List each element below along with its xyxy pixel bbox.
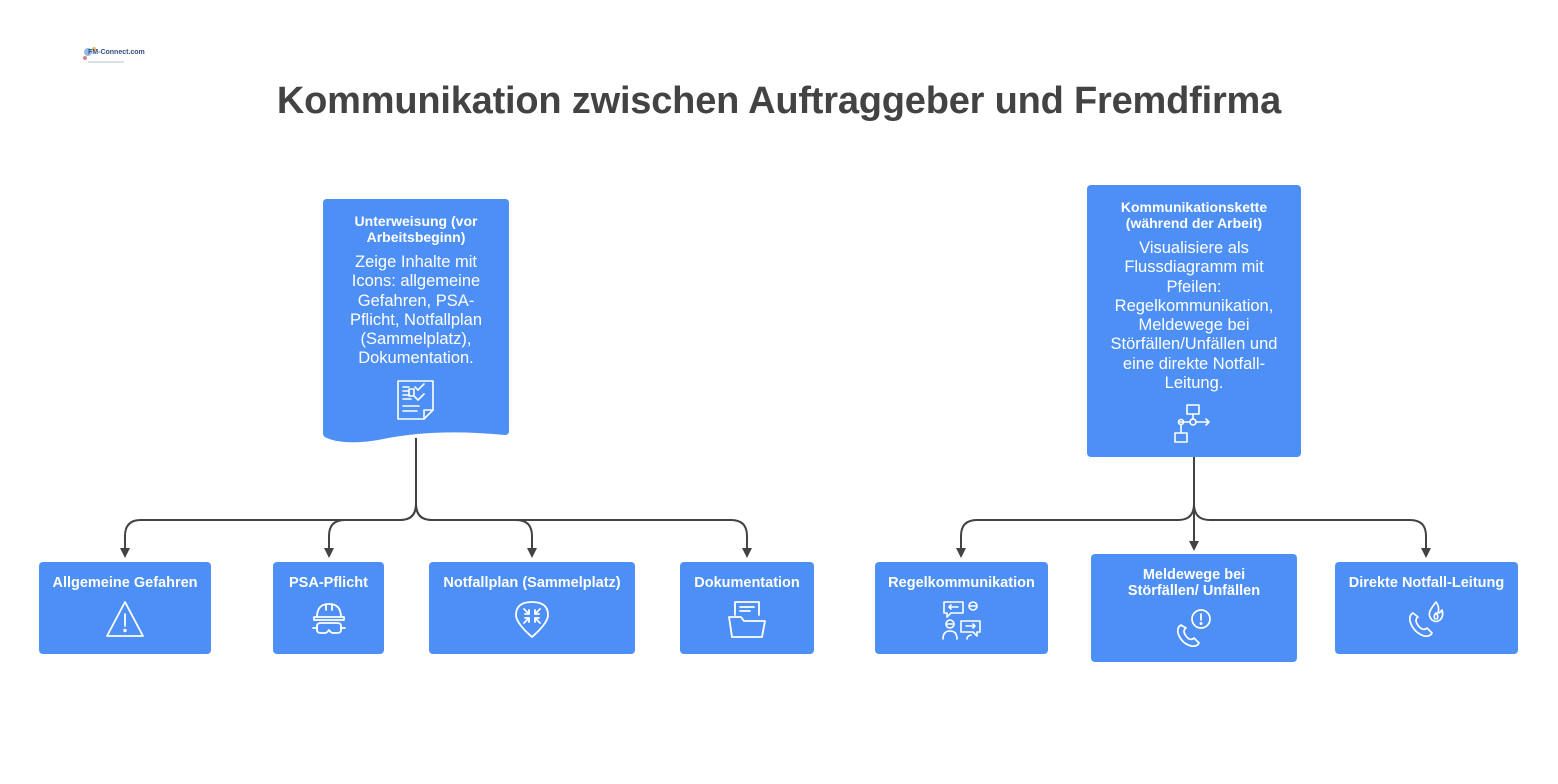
- notfallplan-box[interactable]: Notfallplan (Sammelplatz): [429, 562, 635, 654]
- conversation-icon: [941, 601, 981, 640]
- phone-alert-icon: [1176, 609, 1211, 648]
- flowchart-icon: [1174, 404, 1210, 444]
- unterweisung-box-shape: [323, 199, 509, 443]
- warning-icon: [106, 601, 144, 637]
- meldewege-label: Meldewege bei Störfällen/ Unfällen: [1127, 567, 1261, 599]
- connector-regelkommunikation: [956, 456, 1195, 558]
- connector-psa-pflicht: [324, 503, 417, 558]
- connector-dokumentation: [415, 503, 752, 558]
- assembly-point-icon: [515, 601, 549, 638]
- checklist-icon: [397, 379, 434, 420]
- connector-notfall-leitung: [1193, 503, 1431, 558]
- allgemeine-gefahren-label: Allgemeine Gefahren: [52, 575, 198, 591]
- unterweisung-box[interactable]: Unterweisung (vor Arbeitsbeginn) Zeige I…: [323, 199, 509, 439]
- connector-allgemeine-gefahren: [120, 438, 417, 558]
- unterweisung-heading: Unterweisung (vor Arbeitsbeginn): [354, 213, 478, 245]
- notfall-leitung-label: Direkte Notfall-Leitung: [1348, 575, 1505, 591]
- kommunikationskette-heading: Kommunikationskette (während der Arbeit): [1120, 199, 1268, 231]
- company-logo: [83, 47, 124, 63]
- dokumentation-box[interactable]: Dokumentation: [680, 562, 814, 654]
- folder-icon: [728, 601, 766, 638]
- emergency-phone-icon: [1408, 601, 1444, 638]
- psa-pflicht-label: PSA-Pflicht: [289, 575, 368, 591]
- kommunikationskette-body: Visualisiere als Flussdiagramm mit Pfeil…: [1110, 239, 1278, 393]
- hardhat-goggles-icon: [311, 603, 346, 634]
- kommunikationskette-box[interactable]: Kommunikationskette (während der Arbeit)…: [1087, 185, 1301, 457]
- connector-notfallplan: [415, 503, 537, 558]
- dokumentation-label: Dokumentation: [694, 575, 800, 591]
- allgemeine-gefahren-box[interactable]: Allgemeine Gefahren: [39, 562, 211, 654]
- regelkommunikation-label: Regelkommunikation: [888, 575, 1035, 591]
- psa-pflicht-box[interactable]: PSA-Pflicht: [273, 562, 384, 654]
- page-title: Kommunikation zwischen Auftraggeber und …: [276, 80, 1282, 122]
- regelkommunikation-box[interactable]: Regelkommunikation: [875, 562, 1048, 654]
- notfallplan-label: Notfallplan (Sammelplatz): [443, 575, 621, 591]
- unterweisung-body: Zeige Inhalte mit Icons: allgemeine Gefa…: [349, 253, 483, 368]
- notfall-leitung-box[interactable]: Direkte Notfall-Leitung: [1335, 562, 1518, 654]
- meldewege-box[interactable]: Meldewege bei Störfällen/ Unfällen: [1091, 554, 1297, 662]
- logo-text: FM-Connect.com: [88, 49, 145, 56]
